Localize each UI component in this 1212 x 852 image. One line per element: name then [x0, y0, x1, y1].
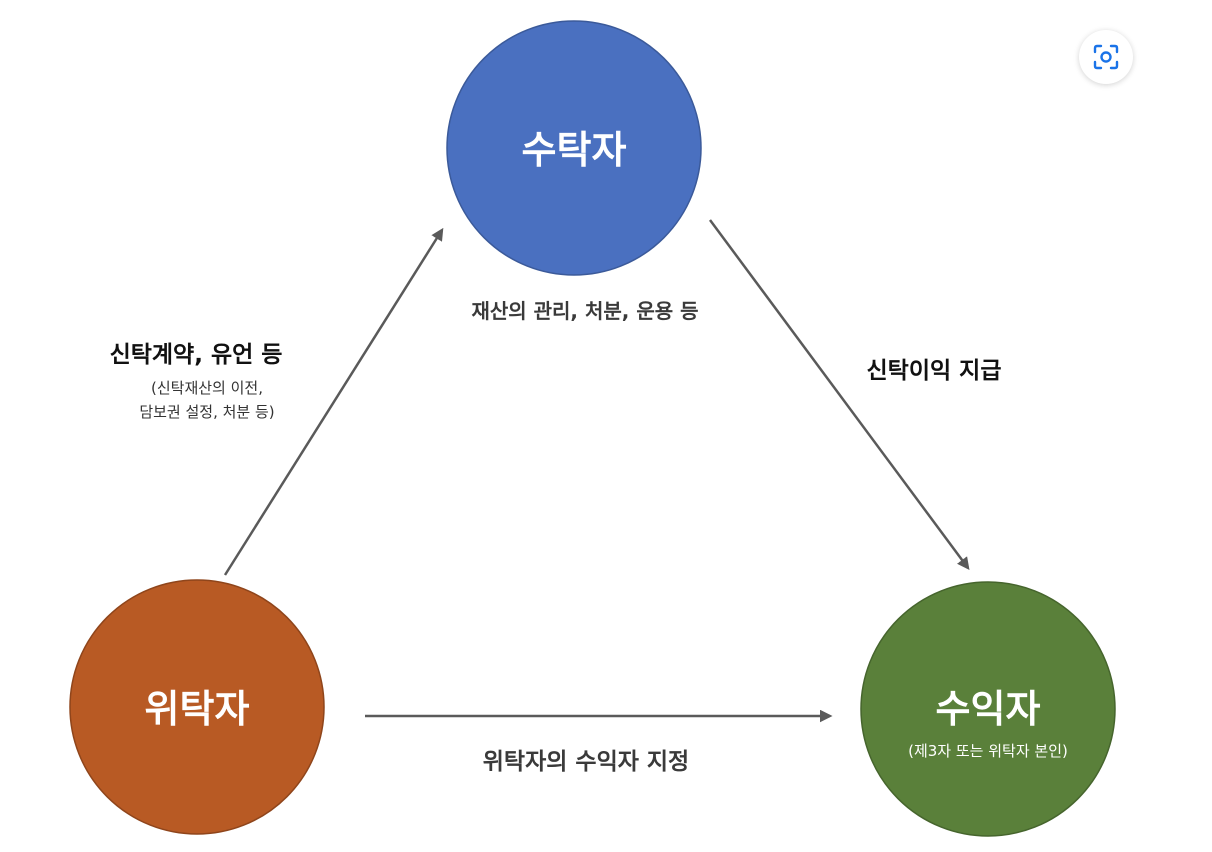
settlor-to-trustee-label: 신탁계약, 유언 등: [110, 342, 283, 368]
node-settlor: 위탁자: [69, 579, 325, 835]
trustee-role-label: 재산의 관리, 처분, 운용 등: [471, 299, 698, 323]
beneficiary-sublabel: (제3자 또는 위탁자 본인): [908, 742, 1068, 760]
arrow-settlor-to-trustee: [223, 227, 444, 576]
settlor-circle: [69, 579, 325, 835]
settlor-to-beneficiary-label: 위탁자의 수익자 지정: [483, 749, 689, 775]
beneficiary-circle: [860, 581, 1116, 837]
trustee-to-beneficiary-label: 신탁이익 지급: [867, 358, 1002, 384]
trustee-label: 수탁자: [522, 128, 627, 172]
trustee-circle: [446, 20, 702, 276]
lens-search-button[interactable]: [1079, 30, 1133, 84]
lens-search-icon: [1093, 44, 1119, 70]
settlor-label: 위탁자: [145, 687, 250, 731]
beneficiary-label: 수익자: [936, 687, 1041, 731]
settlor-to-trustee-note-line1: (신탁재산의 이전,: [151, 379, 263, 397]
node-trustee: 수탁자: [446, 20, 702, 276]
settlor-to-trustee-note-line2: 담보권 설정, 처분 등): [139, 403, 274, 421]
node-beneficiary: 수익자 (제3자 또는 위탁자 본인): [860, 581, 1116, 837]
arrow-trustee-to-beneficiary: [708, 219, 970, 571]
